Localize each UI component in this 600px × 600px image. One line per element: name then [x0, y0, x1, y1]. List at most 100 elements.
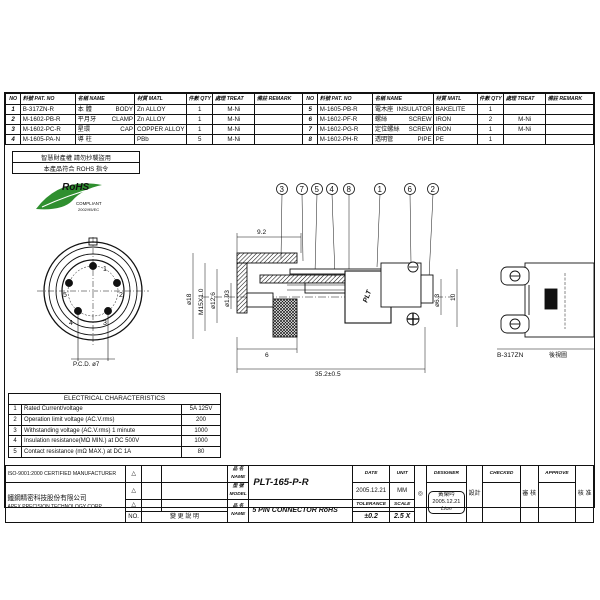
name-label-2: 品 名 NAME	[226, 499, 250, 523]
bom-cell-no: 4	[4, 134, 22, 145]
rear-body	[524, 262, 594, 338]
balloon: 5	[311, 183, 323, 195]
leader-line	[428, 193, 434, 279]
front-ring-2	[48, 246, 138, 336]
bom-name-cn: 星環	[77, 125, 91, 133]
product-name: 5 PIN CONNECTOR RoHS	[248, 499, 353, 523]
svg-text:1: 1	[378, 185, 383, 194]
elec-row-value: 1000	[181, 435, 221, 447]
dimension-labels: 9.2 ø18 M15X1.0 ø12.6 ø1.93 ø6.3 10 6 35…	[186, 229, 457, 378]
tolerance-label: TOLERANCE	[351, 499, 391, 512]
dimension-lines	[192, 233, 458, 373]
revision-cell	[141, 499, 162, 512]
dim-pcd: P.C.D. ø7	[73, 361, 100, 368]
tolerance-value: ±0.2	[351, 510, 391, 523]
rear-label-cn: 後視圖	[549, 351, 567, 359]
bom-cell-no: 8	[302, 134, 319, 145]
bom-name-cn: 電木座	[374, 105, 394, 113]
designer-sign-label: 設計	[466, 465, 484, 523]
dim-12.6: ø12.6	[210, 292, 217, 309]
cap-section-top	[236, 252, 298, 264]
elec-row-value: 200	[181, 414, 221, 426]
change-no-label: NO.	[125, 510, 142, 523]
company-name-en: APEX PRECISION TECHNOLOGY CORP.	[7, 503, 103, 510]
unit-value: MM	[389, 482, 416, 500]
pin-label: 4	[69, 320, 73, 327]
pin-hole	[89, 262, 97, 270]
rear-view	[500, 262, 594, 338]
clamp-jaw	[420, 274, 434, 304]
name-label-cn: 品 名	[232, 467, 244, 472]
front-outer-ring	[43, 241, 143, 341]
dim-m15: M15X1.0	[198, 288, 205, 315]
electrical-characteristics: ELECTRICAL CHARACTERISTICS 1 Rated Curre…	[8, 393, 221, 458]
model-label-en: MODEL	[229, 492, 247, 497]
dim-1.93: ø1.93	[224, 290, 231, 307]
revision-triangle-icon: △	[125, 465, 142, 483]
elec-row-label: Withstanding voltage (AC.V.rms) 1 minute	[21, 424, 182, 437]
designer-stamp-box: 黃榮吟 2005.12.21 Lion	[428, 491, 465, 514]
elec-row-value: 5A 125V	[181, 403, 221, 416]
balloon: 1	[374, 183, 386, 195]
bom-name-cn: 螺絲	[374, 115, 388, 123]
bom-cell-part: M-1602-PH-R	[317, 134, 374, 145]
iso-cert: ISO-9001:2000 CERTIFIED MANUFACTURER	[4, 465, 127, 483]
elec-row: 2 Operation limit voltage (AC.V.rms) 200	[8, 414, 221, 426]
bom-name-en: SCREW	[408, 115, 432, 123]
bom-name-en: BODY	[115, 105, 133, 113]
front-pin-labels: 1 2 3 4 5	[63, 266, 123, 327]
designer-stamp: 黃榮吟 2005.12.21 Lion	[425, 482, 468, 523]
elec-row-no: 3	[8, 424, 22, 437]
elec-row: 1 Rated Current/voltage 5A 125V	[8, 403, 221, 416]
dim-10: 10	[450, 293, 457, 301]
elec-row-no: 5	[8, 445, 22, 458]
revision-cell	[141, 465, 162, 483]
revision-cell	[141, 482, 162, 500]
pin-label: 3	[103, 320, 107, 327]
dim-35.2: 35.2±0.5	[315, 371, 341, 378]
bom-name-en: CAP	[120, 125, 133, 133]
title-block: ISO-9001:2000 CERTIFIED MANUFACTURER △ 品…	[4, 465, 594, 523]
company-name-cn: 鐵鋼精密科技股份有限公司	[7, 494, 87, 502]
front-view	[37, 237, 149, 345]
drawing-sheet: NO 料號 PAT. NO 名稱 NAME 材質 MATL 件數 QTY 處理 …	[4, 92, 595, 523]
elec-row: 3 Withstanding voltage (AC.V.rms) 1 minu…	[8, 424, 221, 437]
elec-row-no: 4	[8, 435, 22, 447]
revision-desc-cell	[160, 499, 228, 512]
elec-row-no: 1	[8, 403, 22, 416]
approve-label-cn: 核 准	[575, 465, 594, 523]
name-label-cn: 品 名	[232, 504, 244, 509]
bom-cell-name: 透明管 PIPE	[372, 134, 435, 145]
pin-hole	[65, 279, 73, 287]
bom-row: 4 M-1605-PA-N 導 柱 PBb 5 M-Ni 8 M-1602-PH…	[4, 134, 594, 145]
projection-symbol-icon: ◎	[414, 465, 427, 523]
approve-label: APPROVE	[537, 465, 577, 483]
rohs-logo-sub1: COMPLIANT	[76, 201, 102, 206]
balloon: 3	[276, 183, 288, 195]
balloon: 2	[427, 183, 439, 195]
key-notch	[88, 237, 98, 246]
leader-line	[409, 193, 412, 264]
body-marking: PLT	[362, 289, 373, 304]
designer-stamp-name: 黃榮吟	[438, 492, 455, 498]
svg-text:5: 5	[315, 185, 320, 194]
scale-label: SCALE	[389, 499, 416, 512]
revision-desc-cell	[160, 465, 228, 483]
elec-row-label: Operation limit voltage (AC.V.rms)	[21, 414, 182, 426]
bom-cell-qty: 1	[476, 134, 505, 145]
bom-header-remark-2: 備註 REMARK	[545, 93, 594, 105]
bom-name-en: PIPE	[417, 135, 432, 143]
checked-label: CHECKED	[482, 465, 521, 483]
date-value: 2005.12.21	[351, 482, 391, 500]
revision-triangle-icon: △	[125, 482, 142, 500]
balloon: 8	[343, 183, 355, 195]
bom-name-cn: 透明管	[374, 135, 394, 143]
bom-name-cn: 平月牙	[77, 115, 97, 123]
name-label-en: NAME	[231, 512, 246, 517]
elec-row-no: 2	[8, 414, 22, 426]
model-label-cn: 型 號	[232, 484, 244, 489]
scale-value: 2.5 X	[389, 510, 416, 523]
pin-label: 5	[63, 292, 67, 299]
bom-name-en: CLAMP	[111, 115, 133, 123]
rohs-logo-sub2: 2002/95/EC	[78, 207, 99, 212]
